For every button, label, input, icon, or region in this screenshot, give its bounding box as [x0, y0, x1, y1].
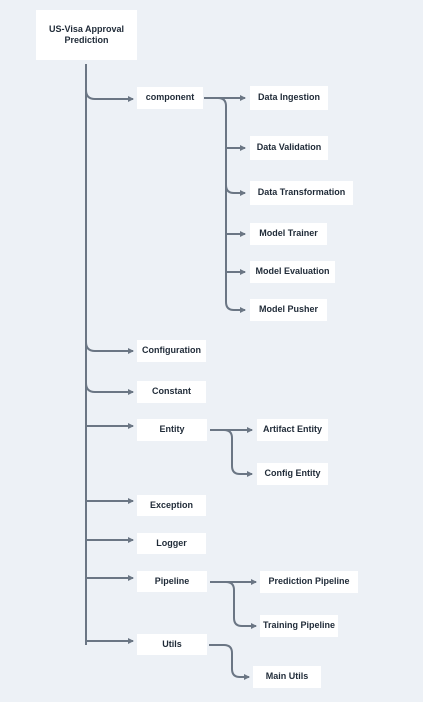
node-logger: Logger — [137, 533, 206, 554]
edge-pipeline-training — [210, 581, 257, 629]
root-node: US-Visa Approval Prediction — [36, 10, 137, 60]
edge-component-transformation — [225, 184, 246, 196]
node-entity: Entity — [137, 419, 207, 441]
node-exception: Exception — [137, 495, 206, 516]
component-spine — [204, 97, 235, 311]
node-prediction-pipeline: Prediction Pipeline — [260, 571, 358, 593]
edge-root-constant — [85, 382, 134, 395]
node-data-transformation: Data Transformation — [250, 181, 353, 205]
node-training-pipeline: Training Pipeline — [260, 615, 338, 637]
node-utils: Utils — [137, 634, 207, 655]
edge-utils-main — [209, 644, 250, 680]
node-main-utils: Main Utils — [253, 666, 321, 688]
node-pipeline: Pipeline — [137, 571, 207, 592]
node-artifact-entity: Artifact Entity — [257, 419, 328, 441]
node-data-validation: Data Validation — [250, 136, 328, 160]
node-configuration: Configuration — [137, 340, 206, 362]
edge-root-component — [85, 89, 134, 102]
node-model-trainer: Model Trainer — [250, 223, 327, 245]
edge-entity-config — [210, 429, 253, 477]
node-config-entity: Config Entity — [257, 463, 328, 485]
edge-root-configuration — [85, 341, 134, 354]
node-data-ingestion: Data Ingestion — [250, 86, 328, 110]
node-model-evaluation: Model Evaluation — [250, 261, 335, 283]
node-model-pusher: Model Pusher — [250, 299, 327, 321]
node-constant: Constant — [137, 381, 206, 403]
node-component: component — [137, 87, 203, 109]
